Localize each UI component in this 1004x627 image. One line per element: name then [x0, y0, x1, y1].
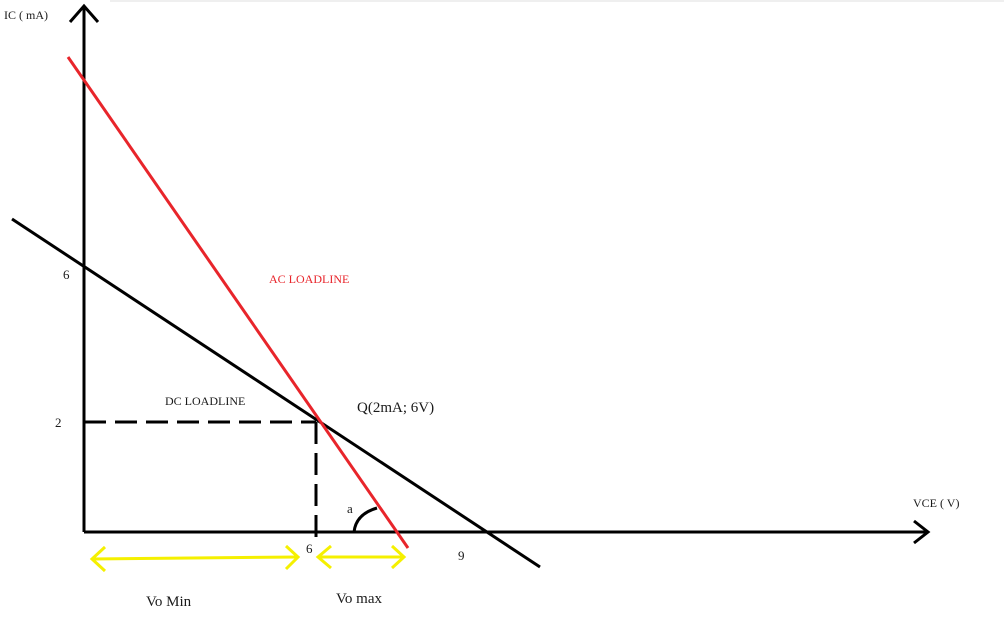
- x-tick-6: 6: [306, 541, 313, 556]
- x-axis-label: VCE ( V): [913, 496, 959, 510]
- y-axis-label: IC ( mA): [4, 8, 48, 22]
- vo-max-bracket: [315, 544, 407, 570]
- ac-loadline-label: AC LOADLINE: [269, 272, 349, 286]
- x-tick-9: 9: [458, 548, 465, 563]
- vo-min-bracket: [89, 544, 301, 573]
- vo-max-label: Vo max: [336, 591, 382, 607]
- y-axis-arrowhead: [68, 3, 100, 23]
- y-tick-6: 6: [63, 267, 70, 282]
- x-axis-arrowhead: [913, 519, 931, 545]
- dc-loadline: [11, 217, 541, 569]
- angle-label: a: [347, 501, 353, 516]
- vo-min-label: Vo Min: [146, 594, 192, 610]
- angle-arc: [352, 506, 378, 533]
- dc-loadline-label: DC LOADLINE: [165, 394, 245, 408]
- ac-loadline: [66, 56, 410, 549]
- y-tick-2: 2: [55, 415, 62, 430]
- q-point-label: Q(2mA; 6V): [357, 400, 434, 416]
